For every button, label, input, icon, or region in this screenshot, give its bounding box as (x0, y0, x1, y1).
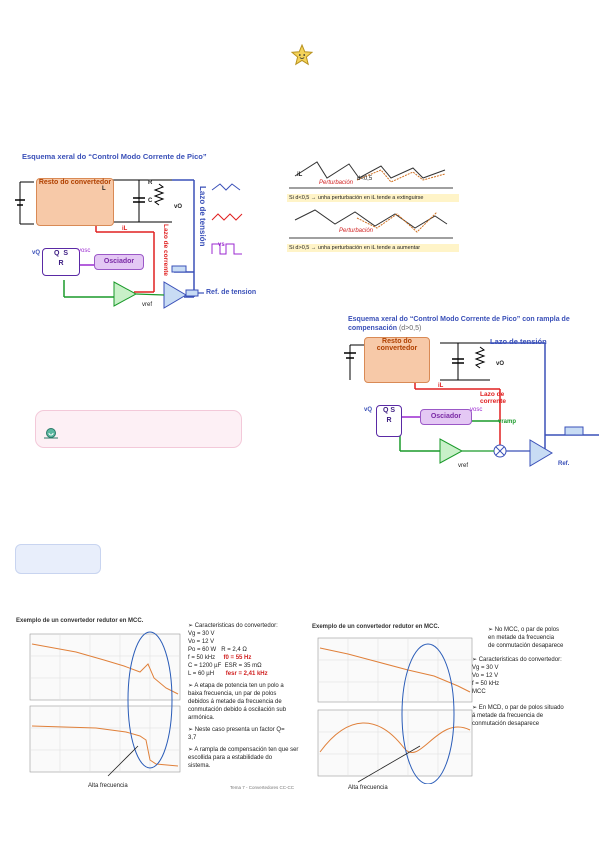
bode-left-title: Exemplo de un convertedor redutor en MCC… (16, 618, 144, 624)
label-r: R (148, 180, 153, 186)
bullet4-line-1: escollida para a estabilidade do (188, 755, 273, 761)
ramp-label-ref: Ref. (558, 461, 570, 467)
ramp-label-vosc: vosc (470, 407, 483, 413)
label-voltage-loop: Lazo de tensión (198, 186, 207, 247)
spec-line-2: Vo = 12 V (188, 639, 215, 645)
flipflop-r: R (58, 260, 64, 267)
spec-line-0: ➢ Caracteristicas do convertedor: (188, 623, 278, 629)
wave-plots (289, 161, 453, 239)
ramp-label-vref: vref (458, 463, 469, 469)
label-c: C (148, 198, 153, 204)
ramp-title-text: Esquema xeral do “Control Modo Corrente … (348, 316, 570, 332)
note-top-line-0: ➢ No MCC, o par de polos (488, 627, 560, 633)
ramp-label-vramp: vramp (498, 419, 517, 425)
spec-line-8: L = 60 µH fesr = 2,41 kHz (188, 671, 268, 677)
r-spec-line-1: Vg = 30 V (472, 665, 499, 671)
wave1-il: iL (297, 172, 303, 178)
wave1-perturb: Perturbación (319, 180, 354, 186)
r-spec-line-4: MCC (472, 689, 486, 695)
note-top-line-2: de conmutación desaparece (488, 643, 564, 649)
spec-line-3: Po = 60 W R = 2,4 Ω (188, 647, 247, 653)
bode-right-annotation: Alta frecuencia (348, 785, 388, 791)
spec-line-5: f = 50 kHz f0 = 55 Hz (188, 655, 252, 661)
converter-block: Resto do convertedor (36, 178, 114, 226)
ramp-label-voltage-loop: Lazo de tensión (490, 337, 547, 346)
bode-left-specs: ➢ Caracteristicas do convertedor: Vg = 3… (188, 622, 308, 770)
bullet3-line-1: 3,7 (188, 735, 197, 741)
bode-left-plots (29, 631, 181, 777)
ramp-label-vo: vO (496, 361, 505, 367)
schematic-title: Esquema xeral do “Control Modo Corrente … (22, 152, 207, 161)
bullet2-line-0: ➢ A etapa de potencia ten un polo a (188, 683, 284, 689)
ramp-schematic-title: Esquema xeral do “Control Modo Corrente … (348, 315, 598, 333)
schematic-compensation-ramp: Esquema xeral do “Control Modo Corrente … (340, 315, 599, 475)
bode-slide-right: Exemplo de un convertedor redutor en MCC… (308, 624, 593, 800)
label-il: iL (122, 226, 128, 232)
bode-right-plots (317, 637, 473, 784)
wave-caption-1: Si d<0,5 → unha perturbación en iL tende… (287, 194, 459, 202)
ramp-oscillator-block: Osciador (420, 409, 472, 425)
r-bullet2-line-2: conmutación desaparece (472, 721, 540, 727)
snail-icon (44, 428, 58, 439)
spec-line-1: Vg = 30 V (188, 631, 215, 637)
ramp-converter-label: Resto do convertedor (376, 338, 418, 352)
schematic-peak-current-mode: Esquema xeral do “Control Modo Corrente … (14, 152, 279, 312)
label-l: L (102, 186, 106, 192)
bullet2-line-3: conmutación debido á oscilación sub (188, 707, 287, 713)
section-tab-button[interactable] (15, 544, 101, 574)
bode-slide-left: Exemplo de un convertedor redutor en MCC… (16, 618, 306, 798)
ramp-title-suffix: (d>0,5) (398, 325, 422, 332)
bode-left-annotation: Alta frecuencia (88, 783, 128, 789)
bullet3-line-0: ➢ Neste caso presenta un factor Q= (188, 727, 285, 733)
r-bullet2-line-1: á metade da frecuencia de (472, 713, 544, 719)
schematic-wiring (15, 179, 243, 309)
converter-block-label: Resto do convertedor (38, 179, 112, 186)
bullet4-line-2: sistema. (188, 763, 211, 769)
bullet2-line-2: debidos á metade da frecuencia de (188, 699, 282, 705)
label-current-loop: Lazo de corrente (162, 224, 169, 277)
ramp-converter-block: Resto do convertedor (364, 337, 430, 383)
ramp-label-vq: vQ (364, 407, 373, 413)
ramp-label-il: iL (438, 383, 444, 389)
bullet2-line-4: armónica. (188, 715, 215, 721)
oscillator-label: Osciador (103, 258, 135, 265)
note-top-line-1: en metade da frecuencia (488, 635, 555, 641)
bode-right-note-top: ➢ No MCC, o par de polos en metade da fr… (488, 626, 563, 650)
oscillator-block: Osciador (94, 254, 144, 270)
star-icon (291, 44, 313, 66)
r-spec-line-3: f = 50 kHz (472, 681, 500, 687)
ramp-oscillator-label: Osciador (430, 413, 462, 420)
flipflop-q: Q (53, 250, 60, 257)
ramp-label-current-loop: Lazo de corrente (480, 391, 507, 405)
label-vref: vref (142, 302, 153, 308)
wave1-d: d<0,5 (357, 176, 373, 182)
spec-line-6: C = 1200 µF ESR = 35 mΩ (188, 663, 262, 669)
wave-caption-2: Si d>0,5 → unha perturbación en iL tende… (287, 244, 459, 252)
label-vq: vQ (32, 250, 41, 256)
bode-left-footer: Tema 7 - Convertedores CC-CC (230, 785, 295, 790)
label-vo: vO (174, 204, 183, 210)
label-vosc: vosc (78, 248, 91, 254)
r-spec-line-2: Vo = 12 V (472, 673, 499, 679)
bode-right-specs: ➢ Caracteristicas do convertedor: Vg = 3… (472, 656, 592, 728)
wave2-perturb: Perturbación (339, 228, 374, 234)
flipflop-s: S (63, 250, 68, 257)
r-spec-line-0: ➢ Caracteristicas do convertedor: (472, 657, 562, 663)
label-ref-voltage: Ref. de tension (206, 289, 257, 296)
r-bullet2-line-0: ➢ En MCD, o par de polos situado (472, 705, 564, 711)
bode-right-title: Exemplo de un convertedor redutor en MCC… (312, 624, 440, 630)
bullet2-line-1: baixa frecuencia, un par de polos (188, 691, 277, 697)
ramp-schematic-wiring (344, 342, 599, 467)
bullet4-line-0: ➢ A rampla de compensación ten que ser (188, 747, 299, 753)
note-box (35, 410, 242, 448)
label-vs: vs (218, 242, 225, 248)
perturbation-waves: Perturbación d<0,5 iL Si d<0,5 → unha pe… (287, 158, 459, 254)
